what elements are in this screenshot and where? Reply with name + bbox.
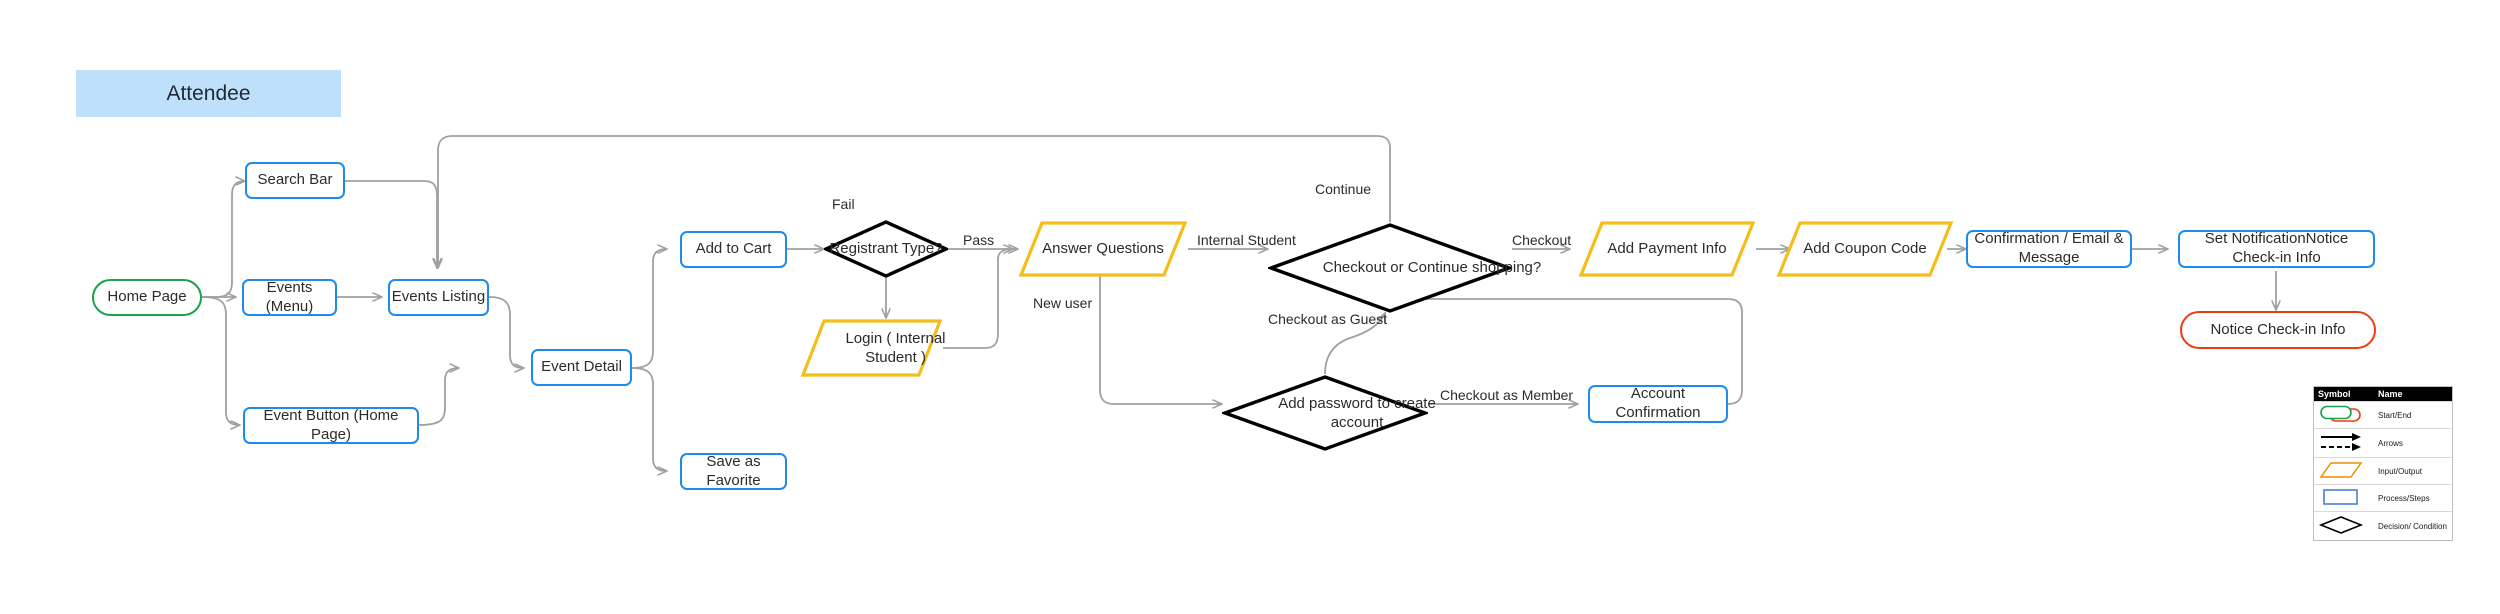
rectangle-blue-icon: [2323, 489, 2358, 505]
legend-symbol-process-steps: [2314, 484, 2374, 512]
legend-row-arrows: Arrows: [2314, 428, 2452, 458]
rounded-rect-green-red-icon: [2320, 405, 2361, 422]
node-search-bar[interactable]: Search Bar: [245, 162, 345, 199]
parallelogram-shape: [1578, 221, 1756, 277]
node-confirmation-email-message[interactable]: Confirmation / Email & Message: [1966, 230, 2132, 268]
legend-table: Symbol Name Start/End: [2314, 387, 2452, 540]
diamond-shape: [1268, 223, 1512, 313]
legend-name-process-steps: Process/Steps: [2374, 484, 2452, 512]
edge-label-internal-student: Internal Student: [1197, 232, 1296, 248]
node-home-page[interactable]: Home Page: [92, 279, 202, 316]
page-title: Attendee: [76, 70, 341, 117]
node-event-detail[interactable]: Event Detail: [531, 349, 632, 386]
legend-name-decision-condition: Decision/ Condition: [2374, 511, 2452, 540]
legend-row-start-end: Start/End: [2314, 401, 2452, 429]
legend-header-row: Symbol Name: [2314, 387, 2452, 402]
legend-row-decision-condition: Decision/ Condition: [2314, 511, 2452, 540]
edge-label-checkout-as-guest: Checkout as Guest: [1268, 311, 1388, 327]
parallelogram-shape: [1018, 221, 1188, 277]
node-add-password-create-account[interactable]: Add password to create account: [1222, 374, 1436, 452]
node-notice-check-in-info[interactable]: Notice Check-in Info: [2180, 311, 2376, 349]
node-events-listing[interactable]: Events Listing: [388, 279, 489, 316]
parallelogram-shape: [800, 319, 943, 377]
node-registrant-type[interactable]: Registrant Type?: [824, 220, 948, 278]
legend-symbol-input-output: [2314, 457, 2374, 485]
legend-name-start-end: Start/End: [2374, 401, 2452, 429]
legend-panel: Symbol Name Start/End: [2313, 386, 2453, 541]
edge-label-checkout: Checkout: [1512, 232, 1572, 248]
legend-header-symbol: Symbol: [2314, 387, 2374, 402]
edge-label-fail: Fail: [832, 196, 855, 212]
legend-header-name: Name: [2374, 387, 2452, 402]
arrow-icon: [2321, 433, 2361, 451]
legend-row-input-output: Input/Output: [2314, 457, 2452, 485]
edge-label-new-user: New user: [1033, 295, 1093, 311]
node-add-to-cart[interactable]: Add to Cart: [680, 231, 787, 268]
legend-name-arrows: Arrows: [2374, 428, 2452, 458]
diamond-shape: [1222, 375, 1428, 451]
parallelogram-shape: [1776, 221, 1954, 277]
legend-symbol-arrows: [2314, 428, 2374, 458]
node-checkout-or-continue[interactable]: Checkout or Continue shopping?: [1268, 222, 1541, 314]
edge-label-pass: Pass: [963, 232, 995, 248]
node-answer-questions[interactable]: Answer Questions: [1018, 220, 1188, 278]
edge-label-checkout-as-member: Checkout as Member: [1440, 387, 1574, 403]
edge-label-continue: Continue: [1315, 181, 1372, 197]
legend-symbol-start-end: [2314, 401, 2374, 429]
diamond-black-icon: [2318, 516, 2364, 534]
node-events-menu[interactable]: Events (Menu): [242, 279, 337, 316]
node-event-button-home-page[interactable]: Event Button (Home Page): [243, 407, 419, 444]
node-add-coupon-code[interactable]: Add Coupon Code: [1776, 220, 1954, 278]
node-add-payment-info[interactable]: Add Payment Info: [1578, 220, 1756, 278]
node-set-notification[interactable]: Set NotificationNotice Check-in Info: [2178, 230, 2375, 268]
node-login-internal-student[interactable]: Login ( Internal Student ): [800, 318, 946, 378]
legend-name-input-output: Input/Output: [2374, 457, 2452, 485]
node-account-confirmation[interactable]: Account Confirmation: [1588, 385, 1728, 423]
parallelogram-orange-icon: [2319, 462, 2363, 478]
diamond-shape: [824, 220, 948, 278]
legend-row-process-steps: Process/Steps: [2314, 484, 2452, 512]
legend-symbol-decision-condition: [2314, 511, 2374, 540]
node-save-as-favorite[interactable]: Save as Favorite: [680, 453, 787, 490]
